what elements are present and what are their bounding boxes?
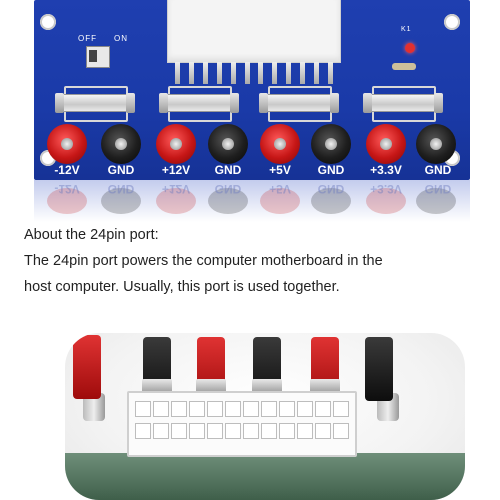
closeup-24pin-connector xyxy=(127,391,357,457)
power-switch xyxy=(86,46,110,68)
post-label: +3.3V xyxy=(370,163,402,177)
power-led-icon xyxy=(405,43,415,53)
fuse-icon xyxy=(55,93,135,113)
post-label: +12V xyxy=(161,163,191,177)
switch-on-label: ON xyxy=(114,34,128,43)
post-label: -12V xyxy=(54,163,80,177)
post-label: +5V xyxy=(269,163,291,177)
fuse-icon xyxy=(159,93,239,113)
port-description-line-2: host computer. Usually, this port is use… xyxy=(24,279,340,295)
led-label: K1 xyxy=(401,26,412,33)
binding-post-black-icon xyxy=(416,124,456,164)
fuse-icon xyxy=(259,93,339,113)
post-label: GND xyxy=(107,163,135,177)
closeup-standoff xyxy=(83,393,105,421)
mounting-hole xyxy=(40,14,56,30)
post-label: GND xyxy=(214,163,242,177)
binding-post-red-icon xyxy=(47,124,87,164)
port-heading: About the 24pin port: xyxy=(24,227,159,243)
binding-post-red-icon xyxy=(366,124,406,164)
closeup-nut xyxy=(142,379,172,393)
switch-knob xyxy=(89,50,97,62)
binding-post-black-icon xyxy=(101,124,141,164)
post-label: GND xyxy=(317,163,345,177)
binding-post-red-icon xyxy=(156,124,196,164)
closeup-nut xyxy=(196,379,226,393)
closeup-pcb xyxy=(65,453,465,500)
mounting-hole xyxy=(444,14,460,30)
switch-off-label: OFF xyxy=(78,34,97,43)
closeup-nut xyxy=(310,379,340,393)
closeup-photo xyxy=(65,333,465,500)
atx-24pin-connector xyxy=(167,0,341,63)
binding-post-red-icon xyxy=(260,124,300,164)
closeup-nut xyxy=(252,379,282,393)
post-label: GND xyxy=(424,163,452,177)
closeup-red-post-icon xyxy=(73,335,101,399)
port-description-line-1: The 24pin port powers the computer mothe… xyxy=(24,253,383,269)
binding-post-black-icon xyxy=(208,124,248,164)
binding-post-black-icon xyxy=(311,124,351,164)
closeup-black-post-icon xyxy=(365,337,393,401)
resistor-icon xyxy=(392,63,416,70)
connector-pins xyxy=(175,62,333,84)
fuse-icon xyxy=(363,93,443,113)
board-reflection xyxy=(34,180,470,222)
